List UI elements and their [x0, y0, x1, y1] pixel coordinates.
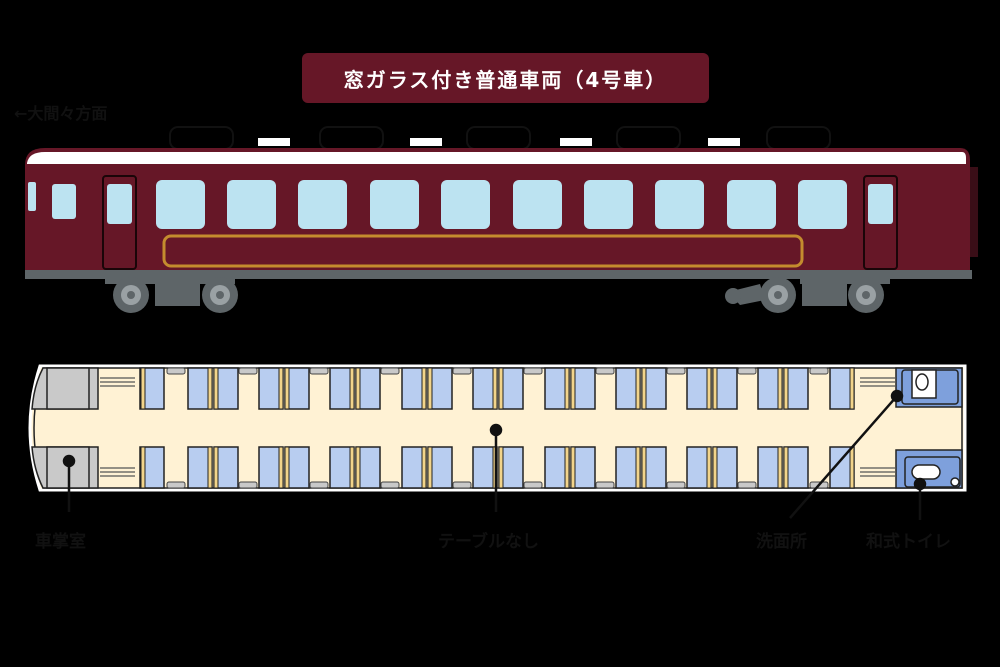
- wheels: [113, 277, 884, 313]
- label-no-table: テーブルなし: [438, 532, 539, 552]
- label-washroom: 洗面所: [756, 532, 807, 552]
- label-cab: 車掌室: [35, 532, 86, 552]
- washroom: [895, 367, 963, 408]
- car-body: [25, 148, 970, 270]
- underframe: [25, 270, 972, 279]
- train-exterior: [25, 126, 978, 313]
- steps: [100, 377, 895, 477]
- heaters: [166, 367, 829, 489]
- direction-label: ←大間々方面: [14, 104, 108, 123]
- label-toilet: 和式トイレ: [866, 532, 951, 552]
- gold-stripe: [162, 234, 804, 268]
- seats: [139, 367, 855, 489]
- roof-vents: [258, 138, 740, 146]
- callout-lines: [62, 389, 927, 520]
- roof-white: [27, 152, 966, 172]
- toilet: [895, 449, 963, 489]
- car-end: [970, 167, 978, 257]
- doors: [102, 175, 898, 270]
- side-windows: [28, 180, 847, 229]
- page-title: 窓ガラス付き普通車両（4号車）: [302, 53, 709, 103]
